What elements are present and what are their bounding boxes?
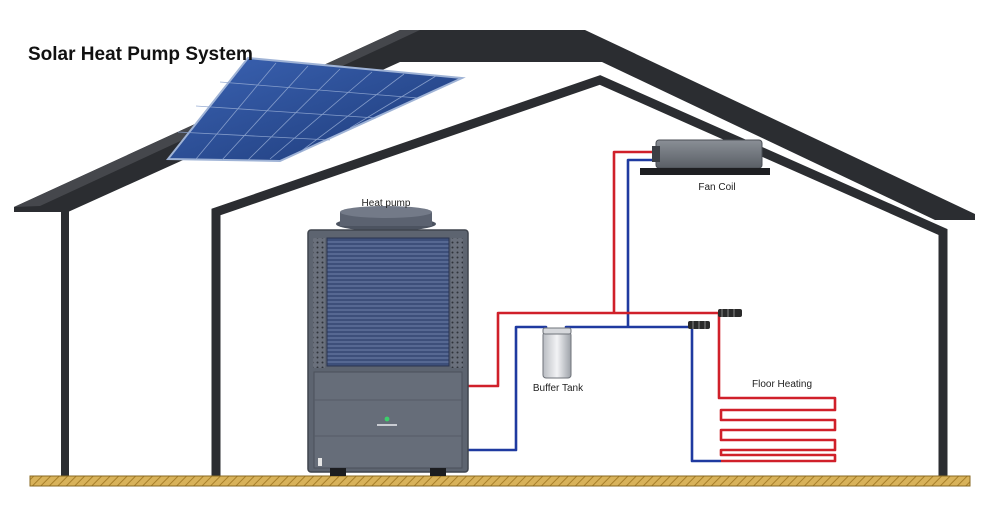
fan-coil-label: Fan Coil [698,182,735,193]
valve-cold [688,321,710,329]
inner-wall-outline [211,75,948,476]
diagram-title: Solar Heat Pump System [28,44,253,65]
outer-left-wall [61,210,69,476]
buffer-tank [542,327,572,379]
valve-hot [718,309,742,317]
heat-pump-unit [307,206,469,476]
ground [29,475,971,487]
solar-panel [165,56,466,163]
fan-coil-unit [640,139,770,175]
buffer-tank-label: Buffer Tank [533,383,584,394]
floor-heating-label: Floor Heating [752,379,812,390]
hot-pipes [466,150,837,463]
cold-pipes [466,158,721,463]
heat-pump-label: Heat pump [362,198,411,209]
